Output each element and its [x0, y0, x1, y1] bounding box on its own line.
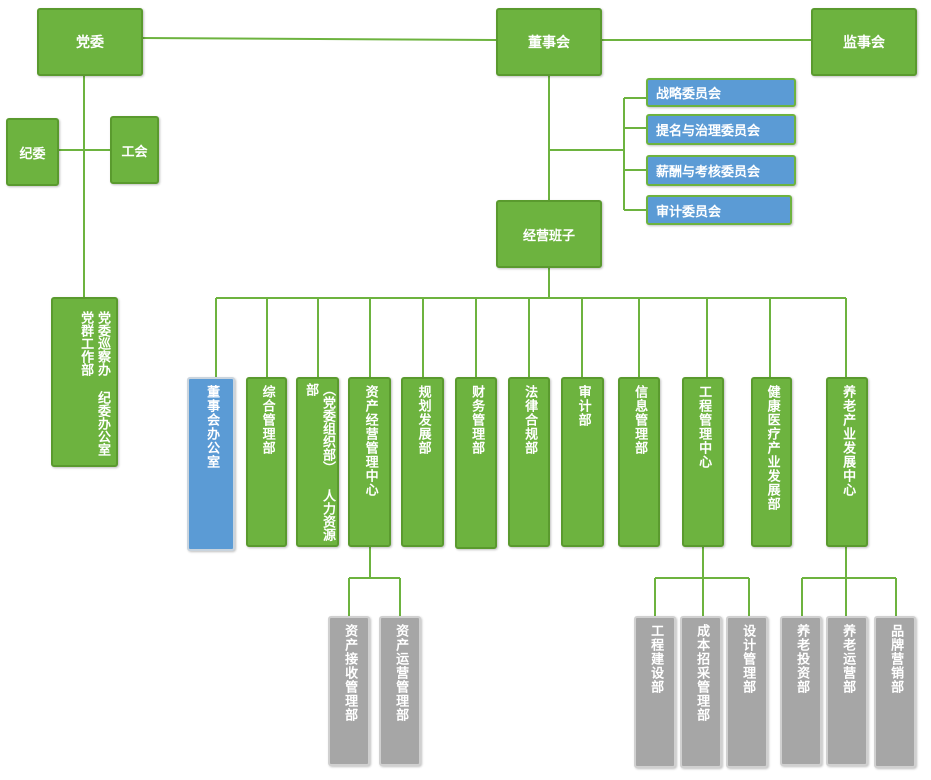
dept-label: 财务管理部 [469, 385, 485, 455]
party-office-label-1: 党群工作部 [78, 311, 94, 376]
party-office-label-2: 纪委办公室 [95, 391, 110, 456]
party-office-box: 党委巡察办 纪委办公室 党群工作部 [51, 297, 118, 467]
board-box: 董事会 [496, 8, 602, 76]
subunit-label: 养老投资部 [794, 624, 810, 694]
dept-general-management: 综合管理部 [246, 377, 287, 547]
subunit-label: 成本招采管理部 [694, 624, 710, 722]
party-office-label-3: 党委巡察办 [95, 311, 110, 376]
dept-legal-compliance: 法律合规部 [508, 377, 550, 547]
committee-compensation: 薪酬与考核委员会 [646, 155, 796, 186]
dept-finance: 财务管理部 [455, 377, 497, 549]
management-box: 经营班子 [496, 200, 602, 268]
subunit-label: 资产运营管理部 [393, 624, 409, 722]
party-office-labels: 党委巡察办 纪委办公室 党群工作部 [76, 299, 116, 465]
committee-label: 审计委员会 [656, 204, 722, 220]
subunit-label: 工程建设部 [648, 624, 664, 694]
dept-label: 养老产业发展中心 [840, 385, 856, 497]
subunit-label: 设计管理部 [740, 624, 756, 694]
union-box: 工会 [110, 116, 159, 184]
dept-elderly-industry-center: 养老产业发展中心 [826, 377, 868, 547]
dept-label: 法律合规部 [522, 385, 538, 455]
discipline-box: 纪委 [6, 118, 59, 186]
union-label: 工会 [121, 144, 148, 160]
dept-human-resources: （党委组织部） 人力资源部 [296, 377, 339, 547]
dept-planning-development: 规划发展部 [401, 377, 444, 547]
subunit-label: 养老运营部 [840, 624, 856, 694]
sub-design-management: 设计管理部 [726, 616, 768, 768]
sub-asset-operation: 资产运营管理部 [379, 616, 421, 766]
dept-hr-labels: （党委组织部） 人力资源部 [301, 379, 337, 545]
dept-label: 审计部 [575, 385, 591, 427]
sub-elderly-investment: 养老投资部 [780, 616, 822, 766]
committee-label: 提名与治理委员会 [656, 124, 761, 139]
committee-label: 薪酬与考核委员会 [656, 165, 761, 180]
sub-engineering-construction: 工程建设部 [634, 616, 676, 768]
supervisory-board-box: 监事会 [811, 8, 917, 76]
committee-strategy: 战略委员会 [646, 78, 796, 107]
dept-asset-operation-center: 资产经营管理中心 [348, 377, 391, 547]
dept-health-industry: 健康医疗产业发展部 [751, 377, 792, 547]
dept-label: 综合管理部 [259, 385, 275, 455]
dept-label: 规划发展部 [415, 385, 431, 455]
dept-engineering-center: 工程管理中心 [682, 377, 724, 547]
dept-audit: 审计部 [561, 377, 604, 547]
dept-label: 资产经营管理中心 [362, 385, 378, 497]
party-committee-box: 党委 [37, 8, 143, 76]
sub-asset-receiving: 资产接收管理部 [328, 616, 370, 766]
committee-label: 战略委员会 [656, 87, 722, 102]
committee-nomination: 提名与治理委员会 [646, 114, 796, 145]
sub-brand-marketing: 品牌营销部 [874, 616, 916, 768]
party-committee-label: 党委 [76, 35, 104, 51]
supervisory-board-label: 监事会 [843, 35, 885, 51]
dept-label: 信息管理部 [632, 385, 648, 455]
sub-elderly-operation: 养老运营部 [826, 616, 868, 766]
subunit-label: 资产接收管理部 [342, 624, 358, 722]
dept-information-management: 信息管理部 [618, 377, 660, 547]
dept-label: 工程管理中心 [696, 385, 712, 469]
dept-board-office: 董事会办公室 [187, 377, 235, 551]
sub-cost-procurement: 成本招采管理部 [680, 616, 722, 768]
party-board-connector [141, 37, 497, 41]
subunit-label: 品牌营销部 [888, 624, 904, 694]
board-label: 董事会 [528, 35, 570, 51]
discipline-label: 纪委 [19, 146, 46, 162]
dept-label: 健康医疗产业发展部 [764, 385, 780, 511]
committee-audit: 审计委员会 [646, 195, 792, 225]
dept-label-2: 人力资源部 [303, 383, 335, 541]
dept-label: （党委组织部） [320, 383, 335, 474]
dept-label: 董事会办公室 [204, 385, 220, 469]
management-label: 经营班子 [522, 228, 575, 244]
